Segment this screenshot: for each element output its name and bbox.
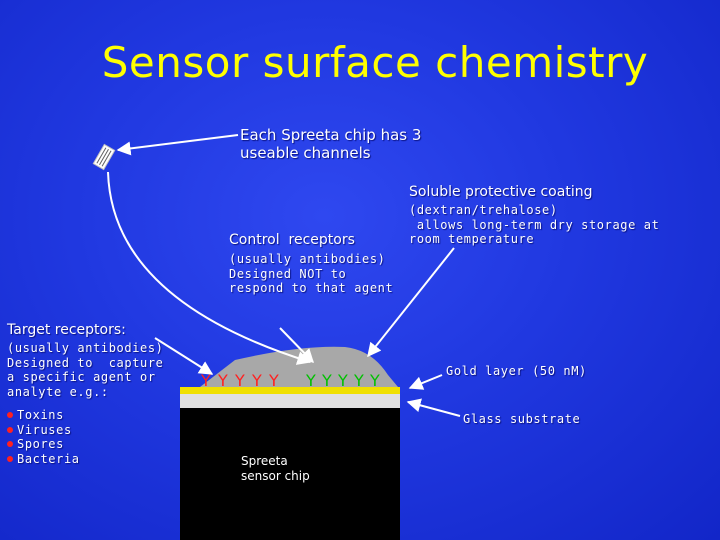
arrow-control-receptors — [279, 327, 314, 364]
protective-coating-dome — [200, 346, 398, 387]
arrow-gold-layer — [408, 374, 443, 390]
glass-substrate-layer — [180, 394, 400, 408]
chip-label-line: sensor chip — [241, 468, 310, 483]
gold-layer — [180, 387, 400, 394]
target-description: (usually antibodies) Designed to capture… — [7, 341, 164, 399]
coating-description: (dextran/trehalose) allows long-term dry… — [409, 203, 659, 247]
coating-title: Soluble protective coating — [409, 184, 593, 200]
target-receptor: Y — [268, 371, 279, 390]
target-title: Target receptors: — [7, 322, 126, 338]
chip-label-line: Spreeta — [241, 454, 288, 468]
target-receptor-row: Y Y Y Y Y — [200, 371, 279, 390]
target-receptor: Y — [200, 371, 211, 390]
slide-title: Sensor surface chemistry — [101, 38, 649, 87]
target-receptor: Y — [217, 371, 228, 390]
control-receptor: Y — [353, 371, 364, 390]
target-example: Toxins — [7, 408, 164, 423]
arrow-target-receptors — [154, 337, 214, 375]
coating-label: Soluble protective coating (dextran/treh… — [409, 183, 659, 247]
control-line: Designed NOT to — [229, 266, 347, 281]
sensor-chip-body — [180, 408, 400, 540]
coating-line: allows long-term dry storage at — [409, 217, 660, 232]
target-line: Designed to capture — [7, 355, 164, 370]
target-examples-list: Toxins Viruses Spores Bacteria — [7, 408, 164, 466]
chip-icon — [92, 143, 116, 171]
glass-substrate-label: Glass substrate — [463, 412, 581, 426]
control-title: Control receptors — [229, 232, 355, 248]
arrow-channels-to-icon — [116, 134, 239, 156]
target-line: analyte e.g.: — [7, 384, 109, 399]
control-receptor: Y — [305, 371, 316, 390]
chip-label: Spreeta sensor chip — [241, 454, 310, 483]
target-line: (usually antibodies) — [7, 341, 164, 355]
target-example: Spores — [7, 437, 164, 452]
target-receptor: Y — [234, 371, 245, 390]
control-receptor: Y — [321, 371, 332, 390]
target-example: Bacteria — [7, 452, 164, 467]
channels-note: Each Spreeta chip has 3 useable channels — [240, 126, 421, 162]
channels-note-line: Each Spreeta chip has 3 — [240, 126, 422, 144]
control-receptor: Y — [337, 371, 348, 390]
gold-layer-label: Gold layer (50 nM) — [446, 364, 587, 378]
control-receptor-row: Y Y Y Y Y — [305, 371, 380, 390]
control-line: (usually antibodies) — [229, 252, 386, 266]
control-receptor: Y — [369, 371, 380, 390]
arrow-big-curve — [107, 171, 312, 365]
arrow-glass-substrate — [406, 398, 461, 417]
control-description: (usually antibodies) Designed NOT to res… — [229, 252, 393, 296]
coating-line: (dextran/trehalose) — [409, 203, 558, 217]
coating-line: room temperature — [409, 232, 535, 246]
arrow-coating — [367, 247, 455, 358]
target-label: Target receptors: (usually antibodies) D… — [7, 321, 164, 466]
target-line: a specific agent or — [7, 370, 156, 384]
control-line: respond to that agent — [229, 281, 394, 295]
channels-note-line: useable channels — [240, 144, 371, 162]
target-receptor: Y — [251, 371, 262, 390]
target-example: Viruses — [7, 423, 164, 438]
control-label: Control receptors (usually antibodies) D… — [229, 231, 393, 296]
